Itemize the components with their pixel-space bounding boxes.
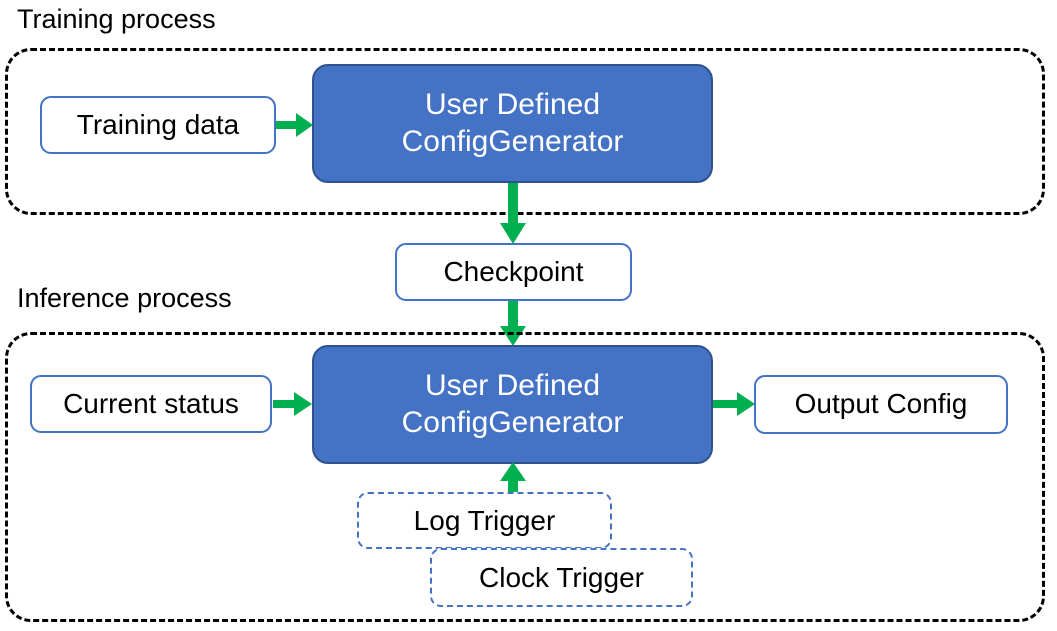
inference-config-generator-box[interactable]: User Defined ConfigGenerator [312, 345, 713, 464]
checkpoint-label: Checkpoint [443, 255, 584, 287]
output-config-label: Output Config [794, 388, 968, 420]
training-data-box[interactable]: Training data [40, 96, 276, 154]
log-trigger-label: Log Trigger [413, 504, 556, 536]
training-config-generator-box[interactable]: User Defined ConfigGenerator [312, 64, 713, 183]
arrow-current-status-to-generator [273, 389, 313, 419]
training-generator-line1: User Defined [424, 87, 601, 121]
output-config-box[interactable]: Output Config [754, 375, 1008, 434]
log-trigger-box[interactable]: Log Trigger [357, 492, 612, 549]
inference-generator-line2: ConfigGenerator [401, 405, 624, 439]
arrow-training-data-to-generator [276, 110, 314, 140]
training-process-caption: Training process [17, 4, 216, 34]
inference-generator-line1: User Defined [424, 368, 601, 402]
inference-process-caption: Inference process [17, 283, 232, 313]
inference-process-container [5, 332, 1045, 622]
arrow-generator-to-output-config [713, 389, 756, 419]
clock-trigger-label: Clock Trigger [479, 561, 644, 593]
arrow-generator-to-checkpoint [499, 183, 527, 245]
clock-trigger-box[interactable]: Clock Trigger [430, 548, 693, 607]
current-status-label: Current status [63, 387, 239, 419]
arrow-triggers-to-generator [499, 462, 527, 497]
training-process-container [5, 48, 1045, 215]
training-generator-line2: ConfigGenerator [401, 124, 624, 158]
checkpoint-box[interactable]: Checkpoint [395, 243, 632, 301]
current-status-box[interactable]: Current status [30, 375, 272, 433]
training-data-label: Training data [76, 108, 240, 140]
